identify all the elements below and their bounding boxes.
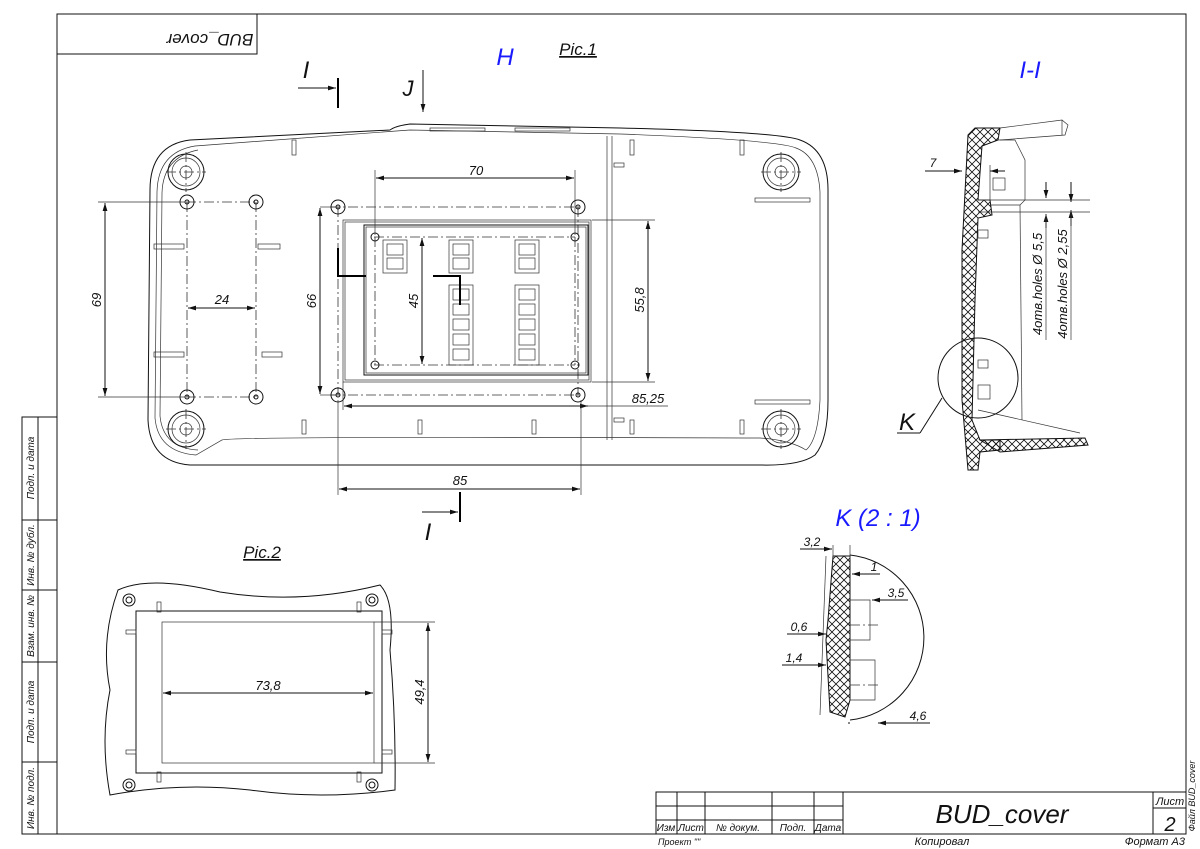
section-marker-bottom: I — [422, 492, 461, 546]
dim-66: 66 — [304, 293, 319, 308]
col-izm: Изм — [657, 823, 676, 834]
dim-0-6: 0,6 — [791, 620, 808, 634]
col-sign: Подп. — [780, 823, 807, 834]
sheet-label: Лист — [1155, 796, 1184, 808]
section-title: I-I — [1019, 57, 1041, 84]
pic1-dimensions: 70 69 24 66 45 55,8 85,25 85 — [89, 163, 668, 495]
left-strip: Подп. и дата Инв. № дубл. Взам. инв. № П… — [21, 416, 58, 835]
strip-label: Подп. и дата — [26, 680, 37, 743]
copied-label: Копировал — [915, 836, 970, 848]
file-label: Файл BUD_cover — [1187, 760, 1197, 832]
drawing-title: BUD_cover — [936, 799, 1070, 829]
sheet-number: 2 — [1163, 814, 1175, 836]
section-view: K 7 4отв.holes Ø 5,5 4отв.holes Ø 2,55 — [897, 119, 1090, 471]
dim-1: 1 — [871, 560, 878, 574]
dim-7: 7 — [930, 156, 938, 170]
holes-label-1: 4отв.holes Ø 5,5 — [1030, 232, 1045, 335]
detail-title: K (2 : 1) — [835, 505, 920, 532]
dim-70: 70 — [469, 163, 484, 178]
view-marker-j: J — [402, 70, 426, 112]
pic2-view: 73,8 49,4 — [104, 582, 435, 796]
corner-boss — [166, 152, 206, 192]
sheet-frame — [56, 13, 1187, 835]
enclosure-outline — [147, 123, 829, 466]
corner-boss — [761, 409, 801, 449]
title-block: Изм Лист № докум. Подп. Дата BUD_cover Л… — [655, 760, 1197, 848]
view-label: H — [496, 44, 514, 71]
col-date: Дата — [814, 823, 842, 834]
format-label: Формат A3 — [1125, 836, 1186, 848]
holes-label-2: 4отв.holes Ø 2,55 — [1055, 229, 1070, 339]
section-line — [337, 248, 366, 277]
detail-marker: K — [899, 409, 916, 436]
svg-text:J: J — [402, 76, 415, 101]
svg-text:I: I — [425, 519, 432, 546]
dim-3-2: 3,2 — [804, 535, 821, 549]
dim-45: 45 — [406, 293, 421, 308]
pic2-label: Pic.2 — [243, 543, 281, 562]
dim-55-8: 55,8 — [632, 287, 647, 313]
dim-4-6: 4,6 — [910, 709, 927, 723]
col-doc: № докум. — [716, 823, 760, 834]
dim-3-5: 3,5 — [888, 586, 905, 600]
corner-boss — [166, 409, 206, 449]
col-list: Лист — [677, 823, 704, 834]
corner-stamp: BUD_cover — [165, 30, 253, 49]
detail-view: 3,2 1 3,5 0,6 1,4 4,6 — [782, 535, 930, 726]
corner-stamp-box — [56, 13, 258, 55]
strip-label: Подп. и дата — [26, 436, 37, 499]
strip-label: Инв. № подл. — [26, 767, 37, 829]
dim-49-4: 49,4 — [412, 679, 427, 704]
dim-85: 85 — [453, 473, 468, 488]
project-label: Проект "" — [658, 837, 701, 847]
strip-label: Инв. № дубл. — [25, 524, 37, 586]
display-window — [330, 199, 592, 403]
dim-1-4: 1,4 — [786, 651, 803, 665]
svg-text:I: I — [303, 57, 310, 84]
dim-69: 69 — [89, 293, 104, 307]
dim-85-25: 85,25 — [632, 391, 665, 406]
strip-label: Взам. инв. № — [26, 595, 37, 657]
corner-boss — [761, 152, 801, 192]
dim-73-8: 73,8 — [255, 678, 281, 693]
pic1-label: Pic.1 — [559, 40, 597, 59]
section-marker-top: I — [298, 57, 339, 108]
dim-24: 24 — [214, 292, 229, 307]
section-line — [433, 275, 461, 305]
